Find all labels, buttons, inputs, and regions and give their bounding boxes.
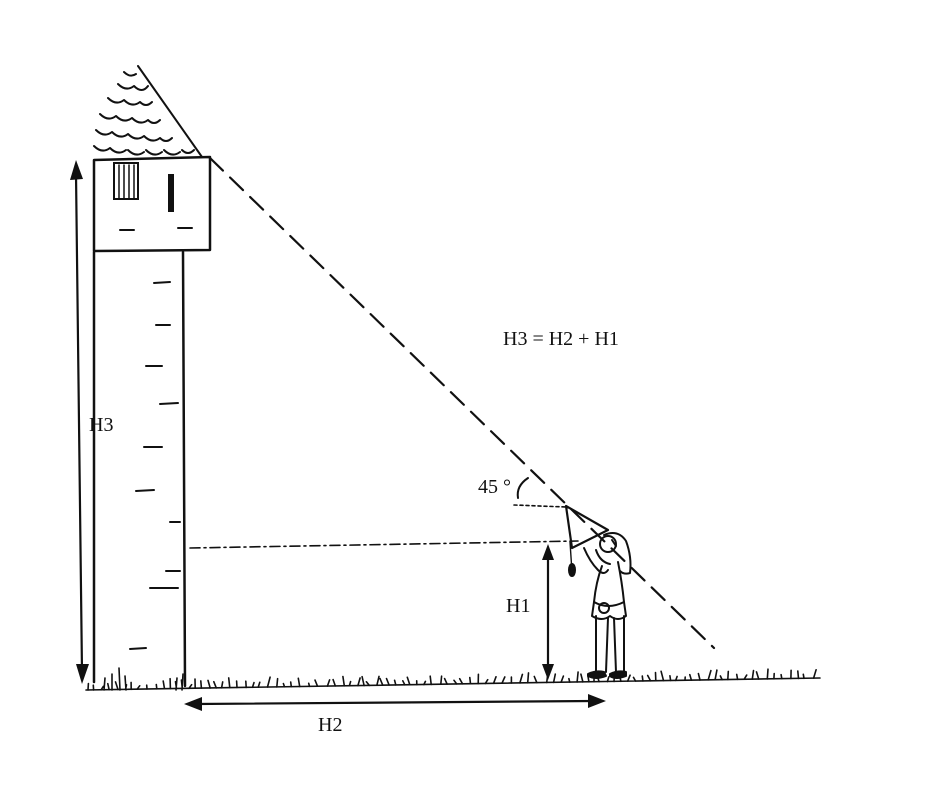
angle-marker: [513, 477, 567, 508]
h1-label: H1: [506, 595, 530, 617]
tower-top-block: [92, 155, 212, 253]
tower-shaft: [92, 250, 187, 688]
h3-label: H3: [89, 414, 113, 436]
observer-figure: [564, 504, 632, 679]
h2-label: H2: [318, 714, 342, 736]
ground-grass: [85, 667, 821, 691]
h2-arrow: [184, 694, 606, 711]
sight-line: [208, 156, 716, 650]
tower: [92, 65, 212, 688]
quadrant-instrument: [564, 504, 610, 550]
tower-masonry-marks: [129, 281, 181, 650]
equation-label: H3 = H2 + H1: [503, 328, 619, 350]
h1-arrow: [542, 544, 554, 680]
tower-roof: [93, 65, 203, 158]
h3-arrow: [70, 160, 89, 684]
eye-level-line: [189, 540, 579, 549]
angle-label: 45 °: [478, 476, 511, 498]
arrow-slit: [168, 174, 174, 212]
